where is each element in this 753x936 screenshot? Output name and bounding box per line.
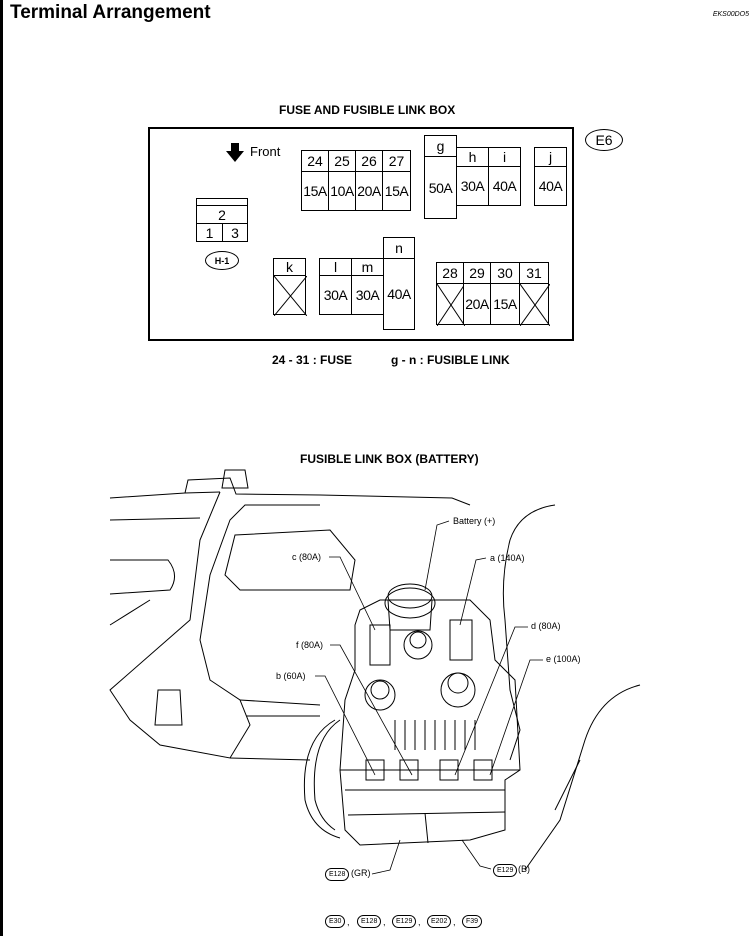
empty-slot-cross-icon: [437, 284, 465, 326]
connector-e129-tag: E129: [493, 864, 518, 877]
footer-connector-e128: E128: [357, 915, 382, 928]
relay-terminal-1: 1: [196, 223, 223, 242]
front-arrow-icon: [226, 143, 244, 162]
label-link-d: d (80A): [531, 621, 561, 631]
label-battery-positive: Battery (+): [453, 516, 496, 526]
fuse-rating-24: 15A: [301, 171, 329, 211]
footer-separator: ,: [347, 917, 350, 927]
connector-tag-e6: E6: [585, 129, 623, 151]
empty-slot-cross-icon: [520, 284, 550, 326]
page-left-rule: [0, 0, 3, 936]
document-code: EKS00DO5: [712, 11, 749, 18]
connector-tag-h1-label: H-1: [214, 255, 230, 266]
fuse-rating-29: 20A: [463, 283, 491, 325]
legend-fuse: 24 - 31 : FUSE: [272, 353, 353, 367]
link-rating-h: 30A: [456, 166, 489, 206]
label-link-b: b (60A): [276, 671, 306, 681]
page-title: Terminal Arrangement: [10, 2, 211, 23]
link-rating-g: 50A: [424, 156, 457, 219]
fuse-box-title: FUSE AND FUSIBLE LINK BOX: [279, 103, 456, 117]
link-rating-i: 40A: [488, 166, 521, 206]
front-label: Front: [250, 144, 281, 159]
link-rating-n: 40A: [383, 258, 415, 330]
connector-tag-e6-label: E6: [595, 132, 613, 148]
fuse-number-25: 25: [328, 150, 356, 172]
empty-slot-cross-icon: [274, 276, 307, 316]
footer-connector-e30: E30: [325, 915, 346, 928]
footer-separator: ,: [418, 917, 421, 927]
relay-terminal-3: 3: [222, 223, 248, 242]
fuse-box-frame: [148, 127, 574, 341]
link-rating-m: 30A: [351, 275, 384, 315]
fuse-slot-28-empty: [436, 283, 465, 326]
footer-connector-e129: E129: [392, 915, 417, 928]
connector-e128-tag: E128: [325, 868, 350, 881]
footer-connector-e202: E202: [427, 915, 452, 928]
label-link-f: f (80A): [296, 640, 324, 650]
fuse-rating-30: 15A: [490, 283, 520, 325]
fuse-slot-31-empty: [519, 283, 550, 326]
footer-connector-f39: F39: [462, 915, 483, 928]
connector-e129-color: (B): [518, 864, 530, 874]
fuse-rating-25: 10A: [328, 171, 356, 211]
label-link-a: a (140A): [490, 553, 525, 563]
fuse-rating-27: 15A: [382, 171, 411, 211]
footer-separator: ,: [383, 917, 386, 927]
link-slot-k-empty: [273, 275, 307, 316]
connector-e128-color: (GR): [351, 868, 371, 878]
label-link-e: e (100A): [546, 654, 581, 664]
link-rating-j: 40A: [534, 166, 567, 206]
connector-tag-h1: H-1: [205, 251, 239, 270]
footer-separator: ,: [453, 917, 456, 927]
battery-box-title: FUSIBLE LINK BOX (BATTERY): [300, 452, 479, 466]
label-link-c: c (80A): [292, 552, 322, 562]
fuse-number-31: 31: [519, 262, 549, 284]
fuse-number-29: 29: [463, 262, 491, 284]
legend-fusible-link: g - n : FUSIBLE LINK: [391, 353, 510, 367]
